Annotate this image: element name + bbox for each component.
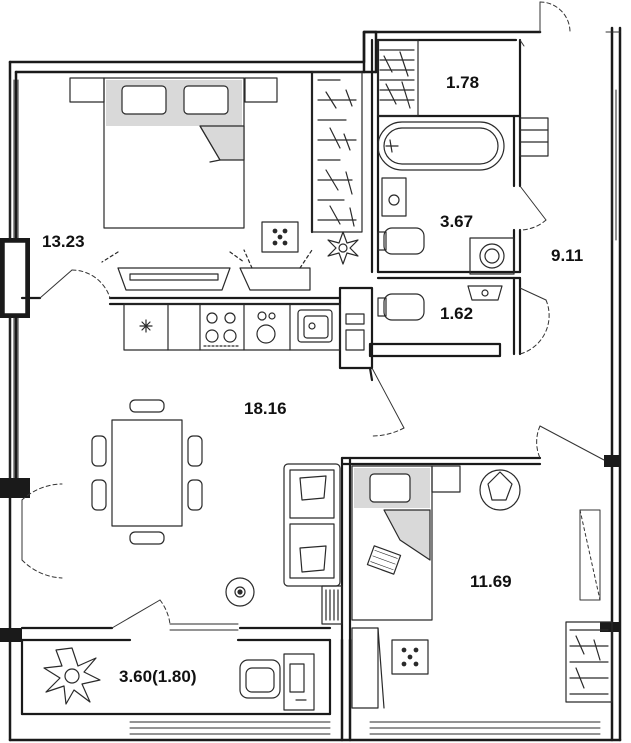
single-bed [351,465,433,621]
bedroom-box [261,221,299,253]
toilet-bath [383,227,425,255]
room-area-kitchen-living: 18.16 [244,399,287,418]
balcony-furniture [43,647,315,711]
nightstand-right [244,77,278,103]
dining-set [91,399,203,545]
windows [9,79,617,735]
kitchen-counter [123,303,365,351]
room-area-hallway: 9.11 [551,246,584,265]
shoe-rack [321,585,343,625]
toilet [383,293,425,321]
outer-walls [8,26,622,742]
nightstand-left [69,77,105,103]
room-area-second-bedroom: 11.69 [470,572,512,591]
tv-unit [117,267,231,291]
room-area-bedroom: 13.23 [42,232,85,251]
bedroom-plant-icon [327,231,359,265]
bedroom-wardrobe [311,71,363,233]
bathroom-fixtures [377,117,549,275]
room-area-storage: 1.78 [446,73,480,92]
second-bedroom-furniture [351,465,613,709]
interior-walls [20,38,542,716]
room-area-toilet: 1.62 [440,304,474,323]
wall-fills [3,241,27,315]
washbasin [381,177,407,217]
bedroom-furniture [69,77,359,291]
room-area-balcony: 3.60(1.80) [119,667,197,686]
door-swings [21,1,621,629]
bathtub [377,121,505,171]
room-area-bathroom: 3.67 [440,212,474,231]
floor-lamp-icon [225,577,255,607]
sofa [283,463,341,587]
toilet-fixtures [377,285,503,321]
dining-table [111,419,183,527]
storage-shelves [377,39,419,117]
washing-machine [469,237,515,275]
small-sink [467,285,503,301]
